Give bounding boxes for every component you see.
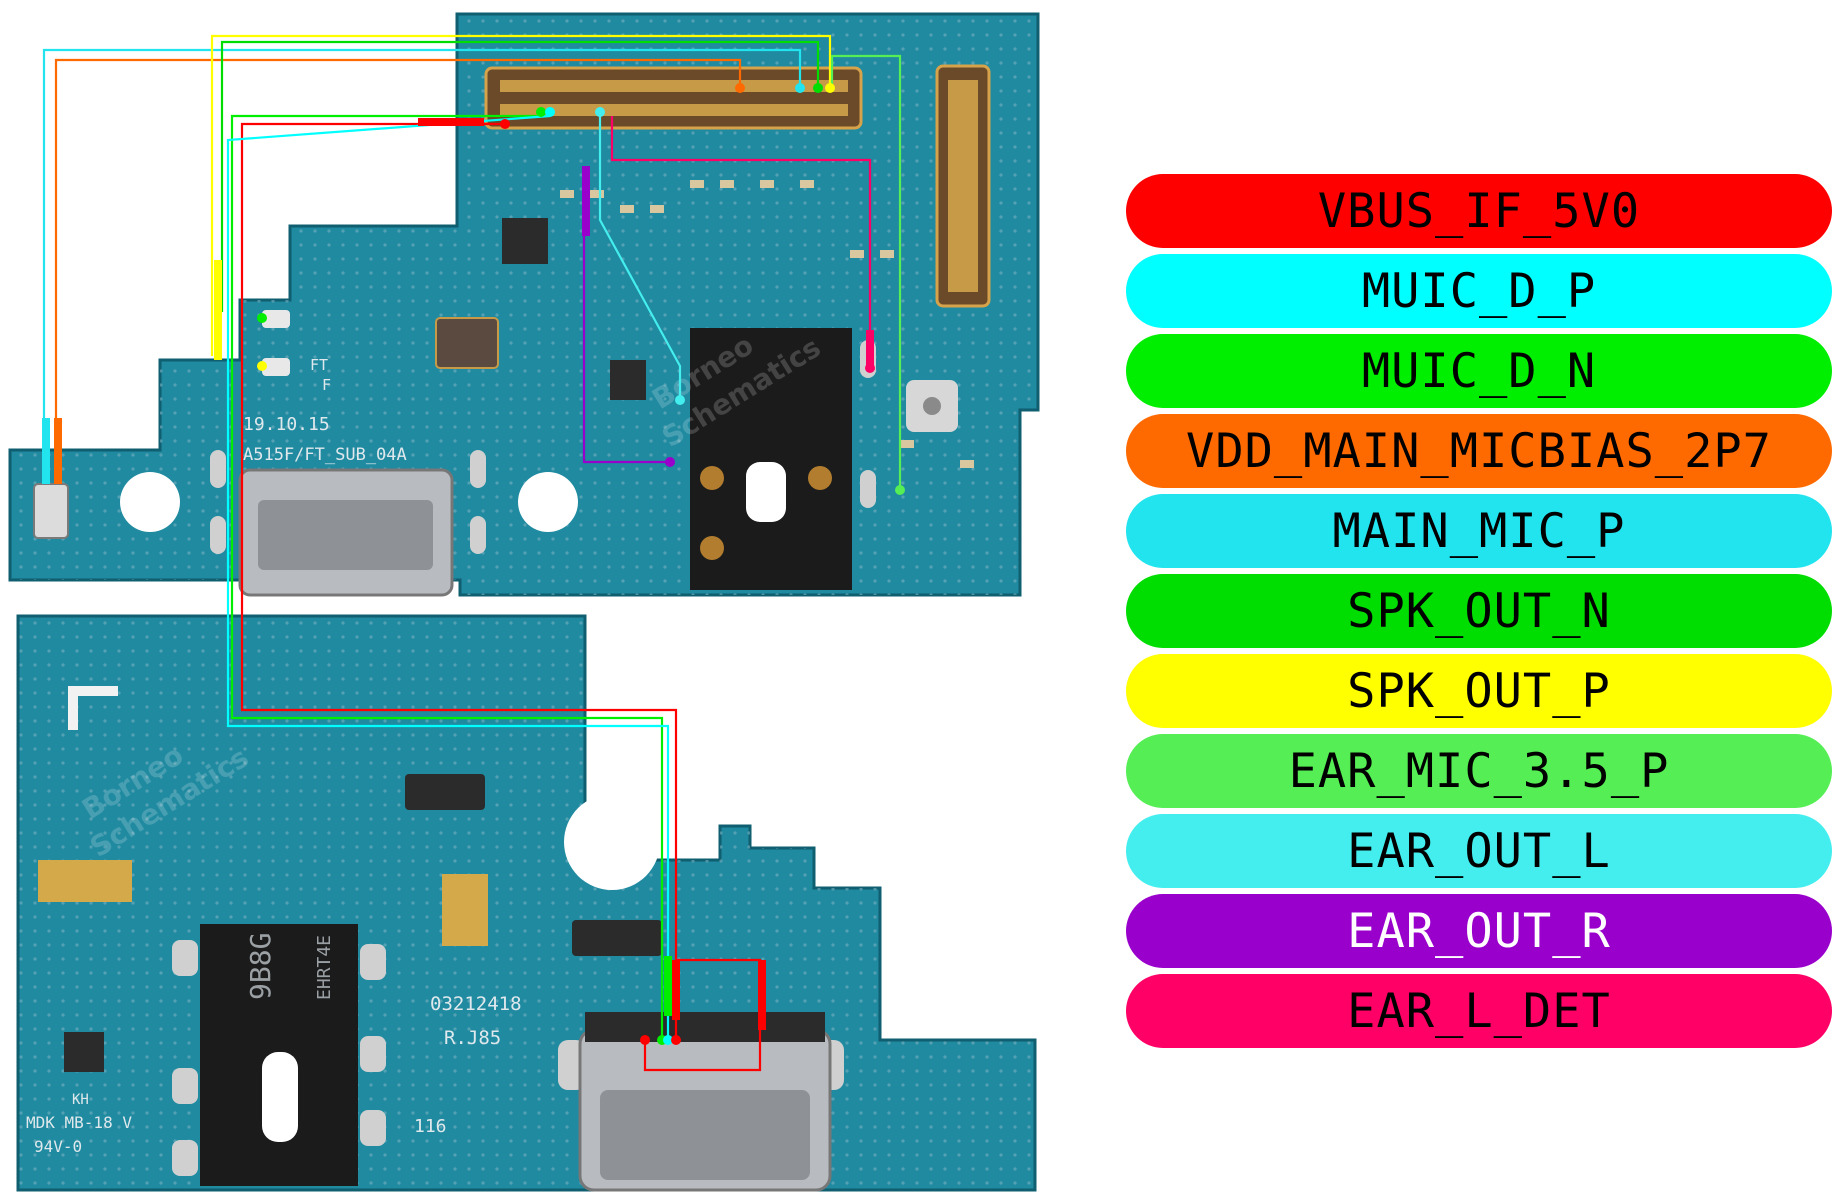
- num-text: 116: [414, 1116, 447, 1137]
- legend-label: EAR_OUT_L: [1347, 823, 1611, 879]
- jack-text: 9B8G: [244, 933, 277, 1000]
- silkscreen-date: 19.10.15: [243, 414, 330, 435]
- legend-label: VDD_MAIN_MICBIAS_2P7: [1186, 423, 1772, 479]
- silkscreen-ft: FT: [310, 356, 328, 374]
- legend-label: SPK_OUT_P: [1347, 663, 1611, 719]
- legend-item: EAR_MIC_3.5_P: [1126, 734, 1832, 808]
- legend-label: MUIC_D_N: [1361, 343, 1597, 399]
- trace-bottom-red-box: [643, 958, 762, 1072]
- pcb-board-photo: 19.10.15 A515F/FT_SUB_04A FT F Borneo Sc…: [8, 12, 1040, 1192]
- trace-main-mic-p: [42, 48, 802, 484]
- btb-connector-horizontal: [484, 66, 863, 130]
- legend-item: EAR_OUT_R: [1126, 894, 1832, 968]
- trace-spk-out-n: [220, 40, 820, 312]
- mdk-text: MDK MB-18 V: [26, 1113, 132, 1132]
- legend-item: MUIC_D_N: [1126, 334, 1832, 408]
- signal-traces: [42, 34, 905, 1072]
- legend-item: SPK_OUT_N: [1126, 574, 1832, 648]
- trace-muic-d-n: [230, 114, 664, 1040]
- legend-label: EAR_L_DET: [1347, 983, 1611, 1039]
- kh-text: KH: [72, 1092, 89, 1108]
- microphone-component: [33, 483, 69, 539]
- legend-item: MUIC_D_P: [1126, 254, 1832, 328]
- silkscreen-f: F: [322, 376, 331, 394]
- trace-vbus: [240, 122, 678, 1040]
- legend-label: MAIN_MIC_P: [1332, 503, 1626, 559]
- legend-label: EAR_OUT_R: [1347, 903, 1611, 959]
- legend-label: MUIC_D_P: [1361, 263, 1597, 319]
- code-text: 03212418: [430, 993, 522, 1015]
- legend-label: SPK_OUT_N: [1347, 583, 1611, 639]
- legend-item: EAR_L_DET: [1126, 974, 1832, 1048]
- trace-ear-mic: [830, 54, 902, 490]
- trace-ear-out-r: [582, 166, 670, 464]
- legend-item: MAIN_MIC_P: [1126, 494, 1832, 568]
- trace-muic-d-p: [226, 114, 670, 1040]
- trace-spk-out-p: [210, 34, 832, 356]
- jack-side-text: EHRT4E: [314, 935, 335, 1000]
- ul-text: 94V-0: [34, 1137, 82, 1156]
- legend-item: EAR_OUT_L: [1126, 814, 1832, 888]
- rev-text: R.J85: [444, 1027, 501, 1049]
- top-board: 19.10.15 A515F/FT_SUB_04A FT F Borneo Sc…: [8, 12, 1040, 597]
- trace-ear-l-det: [610, 116, 872, 368]
- legend-item: VDD_MAIN_MICBIAS_2P7: [1126, 414, 1832, 488]
- trace-ear-out-l: [598, 116, 682, 400]
- legend-label: VBUS_IF_5V0: [1317, 183, 1641, 239]
- trace-vdd-micbias: [54, 58, 742, 484]
- legend-item: SPK_OUT_P: [1126, 654, 1832, 728]
- bottom-board: 9B8G EHRT4E 03212418 R.J85 MDK MB-18 V 9…: [16, 614, 1037, 1192]
- legend-label: EAR_MIC_3.5_P: [1288, 743, 1670, 799]
- legend-item: VBUS_IF_5V0: [1126, 174, 1832, 248]
- silkscreen-part: A515F/FT_SUB_04A: [243, 445, 407, 465]
